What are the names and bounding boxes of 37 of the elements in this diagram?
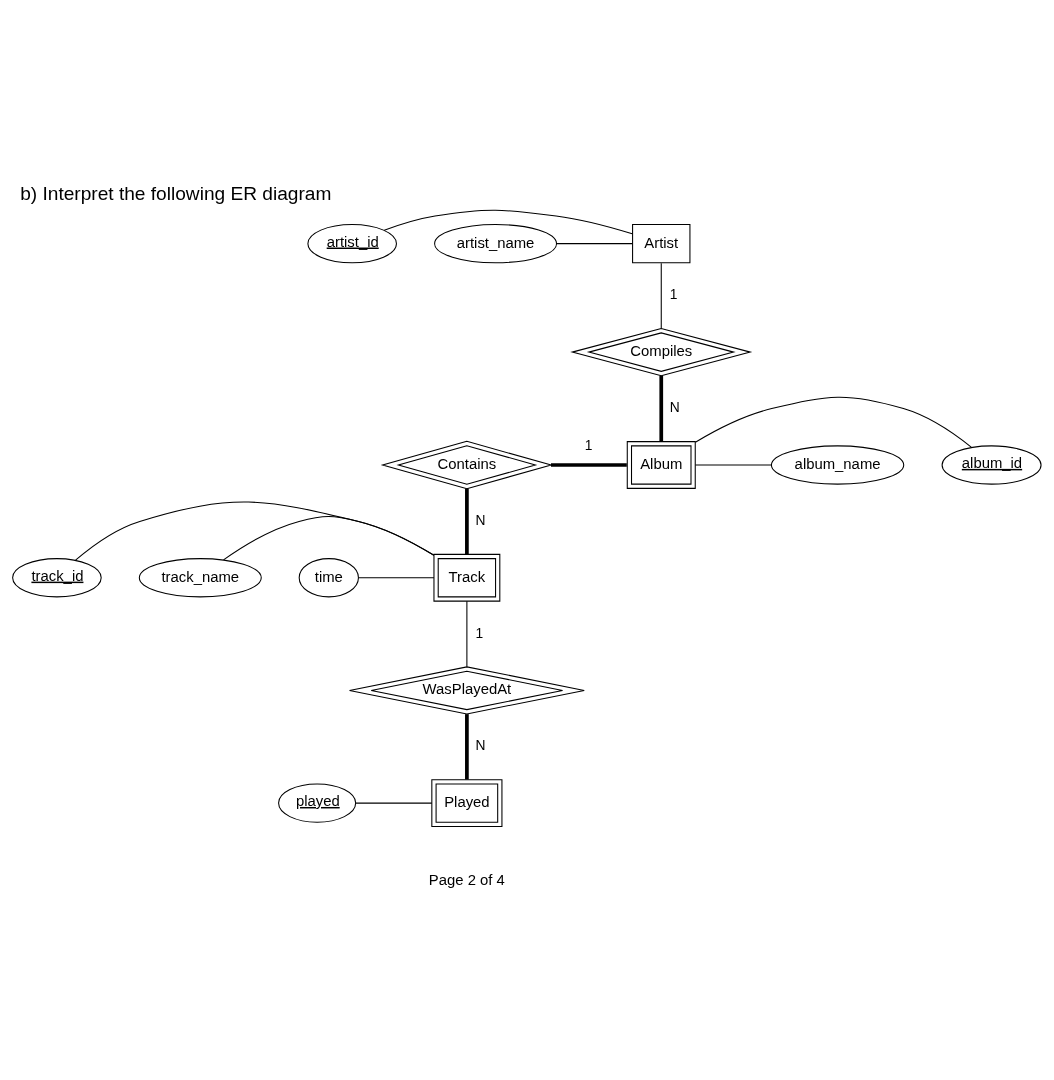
node-box: Album	[626, 441, 696, 489]
connector	[694, 464, 772, 466]
node-diamond: Contains	[380, 440, 554, 490]
connector	[465, 488, 469, 555]
edge-label: N	[669, 400, 680, 416]
node-diamond: WasPlayedAt	[349, 666, 585, 715]
node-ellipse: track_name	[138, 558, 262, 598]
node-diamond: Compiles	[570, 327, 753, 377]
node-ellipse: track_id	[12, 558, 102, 598]
connector	[659, 375, 664, 442]
node-ellipse: artist_name	[434, 224, 558, 264]
label: Page 2 of 4	[428, 871, 505, 888]
connector	[551, 463, 627, 467]
connector	[383, 209, 633, 235]
connector	[555, 243, 633, 245]
node-box: Played	[431, 779, 503, 827]
connector	[466, 600, 468, 668]
node-ellipse: artist_id	[307, 224, 397, 264]
diagram-title: b) Interpret the following ER diagram	[20, 182, 332, 204]
edge-label: N	[475, 513, 486, 529]
edge-label: 1	[669, 287, 678, 303]
connector	[694, 396, 973, 448]
node-box: Track	[433, 553, 501, 602]
connector	[465, 714, 469, 780]
edge-label: N	[475, 738, 486, 754]
node-ellipse: album_name	[770, 445, 905, 485]
node-ellipse: time	[298, 558, 359, 598]
connector	[358, 577, 435, 579]
connector	[355, 802, 433, 804]
edge-label: 1	[584, 437, 593, 453]
connector	[75, 501, 435, 561]
node-box: Artist	[632, 224, 691, 264]
node-ellipse: album_id	[941, 445, 1042, 485]
connector	[223, 516, 435, 561]
edge-label: 1	[475, 625, 484, 641]
connector	[660, 262, 662, 329]
node-ellipse: played	[278, 783, 357, 823]
